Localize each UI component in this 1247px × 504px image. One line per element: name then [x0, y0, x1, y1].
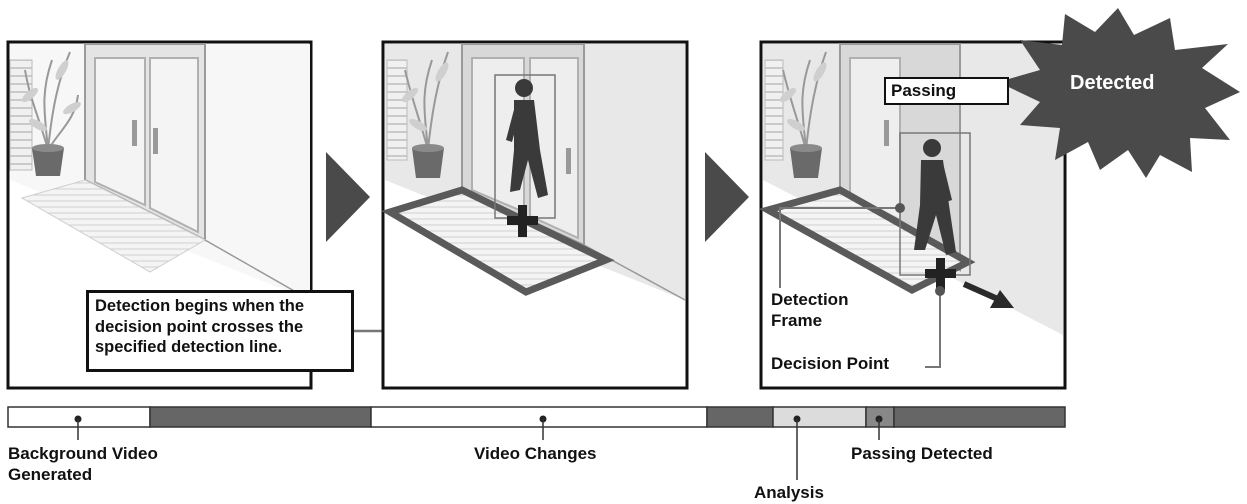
- timeline-segment: [893, 406, 1066, 428]
- timeline-label-background-line2: Generated: [8, 465, 93, 484]
- movement-arrow-icon: [962, 281, 1014, 308]
- arrow-right-icon: [705, 152, 749, 242]
- detection-line: [758, 186, 976, 294]
- timeline-segment: [370, 406, 708, 428]
- decision-point-icon: [507, 205, 538, 237]
- panel-detected-scene: [758, 40, 1067, 390]
- detection-line: [381, 186, 615, 296]
- timeline-label-passing-detected: Passing Detected: [851, 444, 993, 463]
- timeline-bar: [7, 406, 1066, 480]
- detection-callout: Detection begins when the decision point…: [86, 290, 354, 372]
- detection-frame-label-line1: Detection: [771, 290, 849, 309]
- timeline-label-video-changes: Video Changes: [474, 444, 597, 463]
- callout-line: specified detection line.: [95, 338, 283, 356]
- connector-dot: [935, 286, 945, 296]
- callout-line: Detection begins when the: [95, 297, 305, 315]
- timeline-segment: [706, 406, 774, 428]
- decision-point-label: Decision Point: [771, 354, 890, 373]
- detection-frame-connector: [779, 207, 900, 288]
- door-icon: [84, 43, 206, 242]
- decision-point-icon: [925, 258, 956, 290]
- detection-frame-label-line2: Frame: [771, 311, 823, 330]
- detected-starburst: [998, 8, 1240, 178]
- potted-plant-icon: [779, 51, 827, 178]
- timeline-label-analysis: Analysis: [754, 483, 824, 502]
- connector-dot: [895, 203, 905, 213]
- decision-point-connector: [925, 291, 941, 368]
- person-icon: [506, 79, 548, 198]
- passing-label-box: Passing: [884, 77, 1009, 105]
- callout-line: decision point crosses the: [95, 317, 304, 336]
- potted-plant-icon: [401, 51, 449, 178]
- timeline-segment: [149, 406, 372, 428]
- panel-video-changes-scene: [381, 40, 689, 390]
- passing-label: Passing: [891, 81, 957, 100]
- timeline-label-background-line1: Background Video: [8, 444, 158, 463]
- arrow-right-icon: [326, 152, 370, 242]
- potted-plant-icon: [21, 51, 81, 176]
- person-icon: [914, 139, 956, 255]
- timeline-segment: [772, 406, 867, 428]
- panel-background-scene: [6, 40, 313, 390]
- detected-label: Detected: [1070, 72, 1155, 94]
